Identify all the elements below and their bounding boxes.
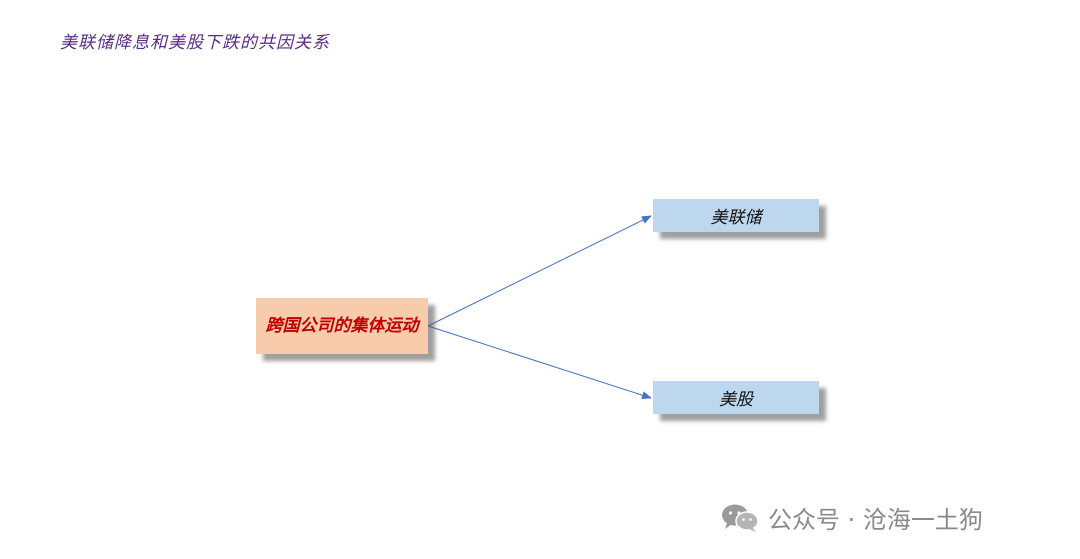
node-federal-reserve: 美联储 — [653, 199, 819, 232]
arrow-to-fed — [427, 215, 652, 327]
diagram-title: 美联储降息和美股下跌的共因关系 — [60, 33, 330, 53]
watermark: 公众号 · 沧海一土狗 — [720, 500, 983, 535]
node-multinational-collective-movement: 跨国公司的集体运动 — [256, 298, 428, 354]
watermark-text: 公众号 · 沧海一土狗 — [768, 506, 983, 534]
node-stocks-label: 美股 — [719, 390, 753, 410]
node-fed-label: 美联储 — [710, 208, 762, 228]
node-us-stocks: 美股 — [653, 381, 819, 414]
node-source-label: 跨国公司的集体运动 — [265, 316, 419, 336]
arrow-to-stocks — [427, 325, 652, 400]
wechat-icon — [722, 504, 759, 532]
